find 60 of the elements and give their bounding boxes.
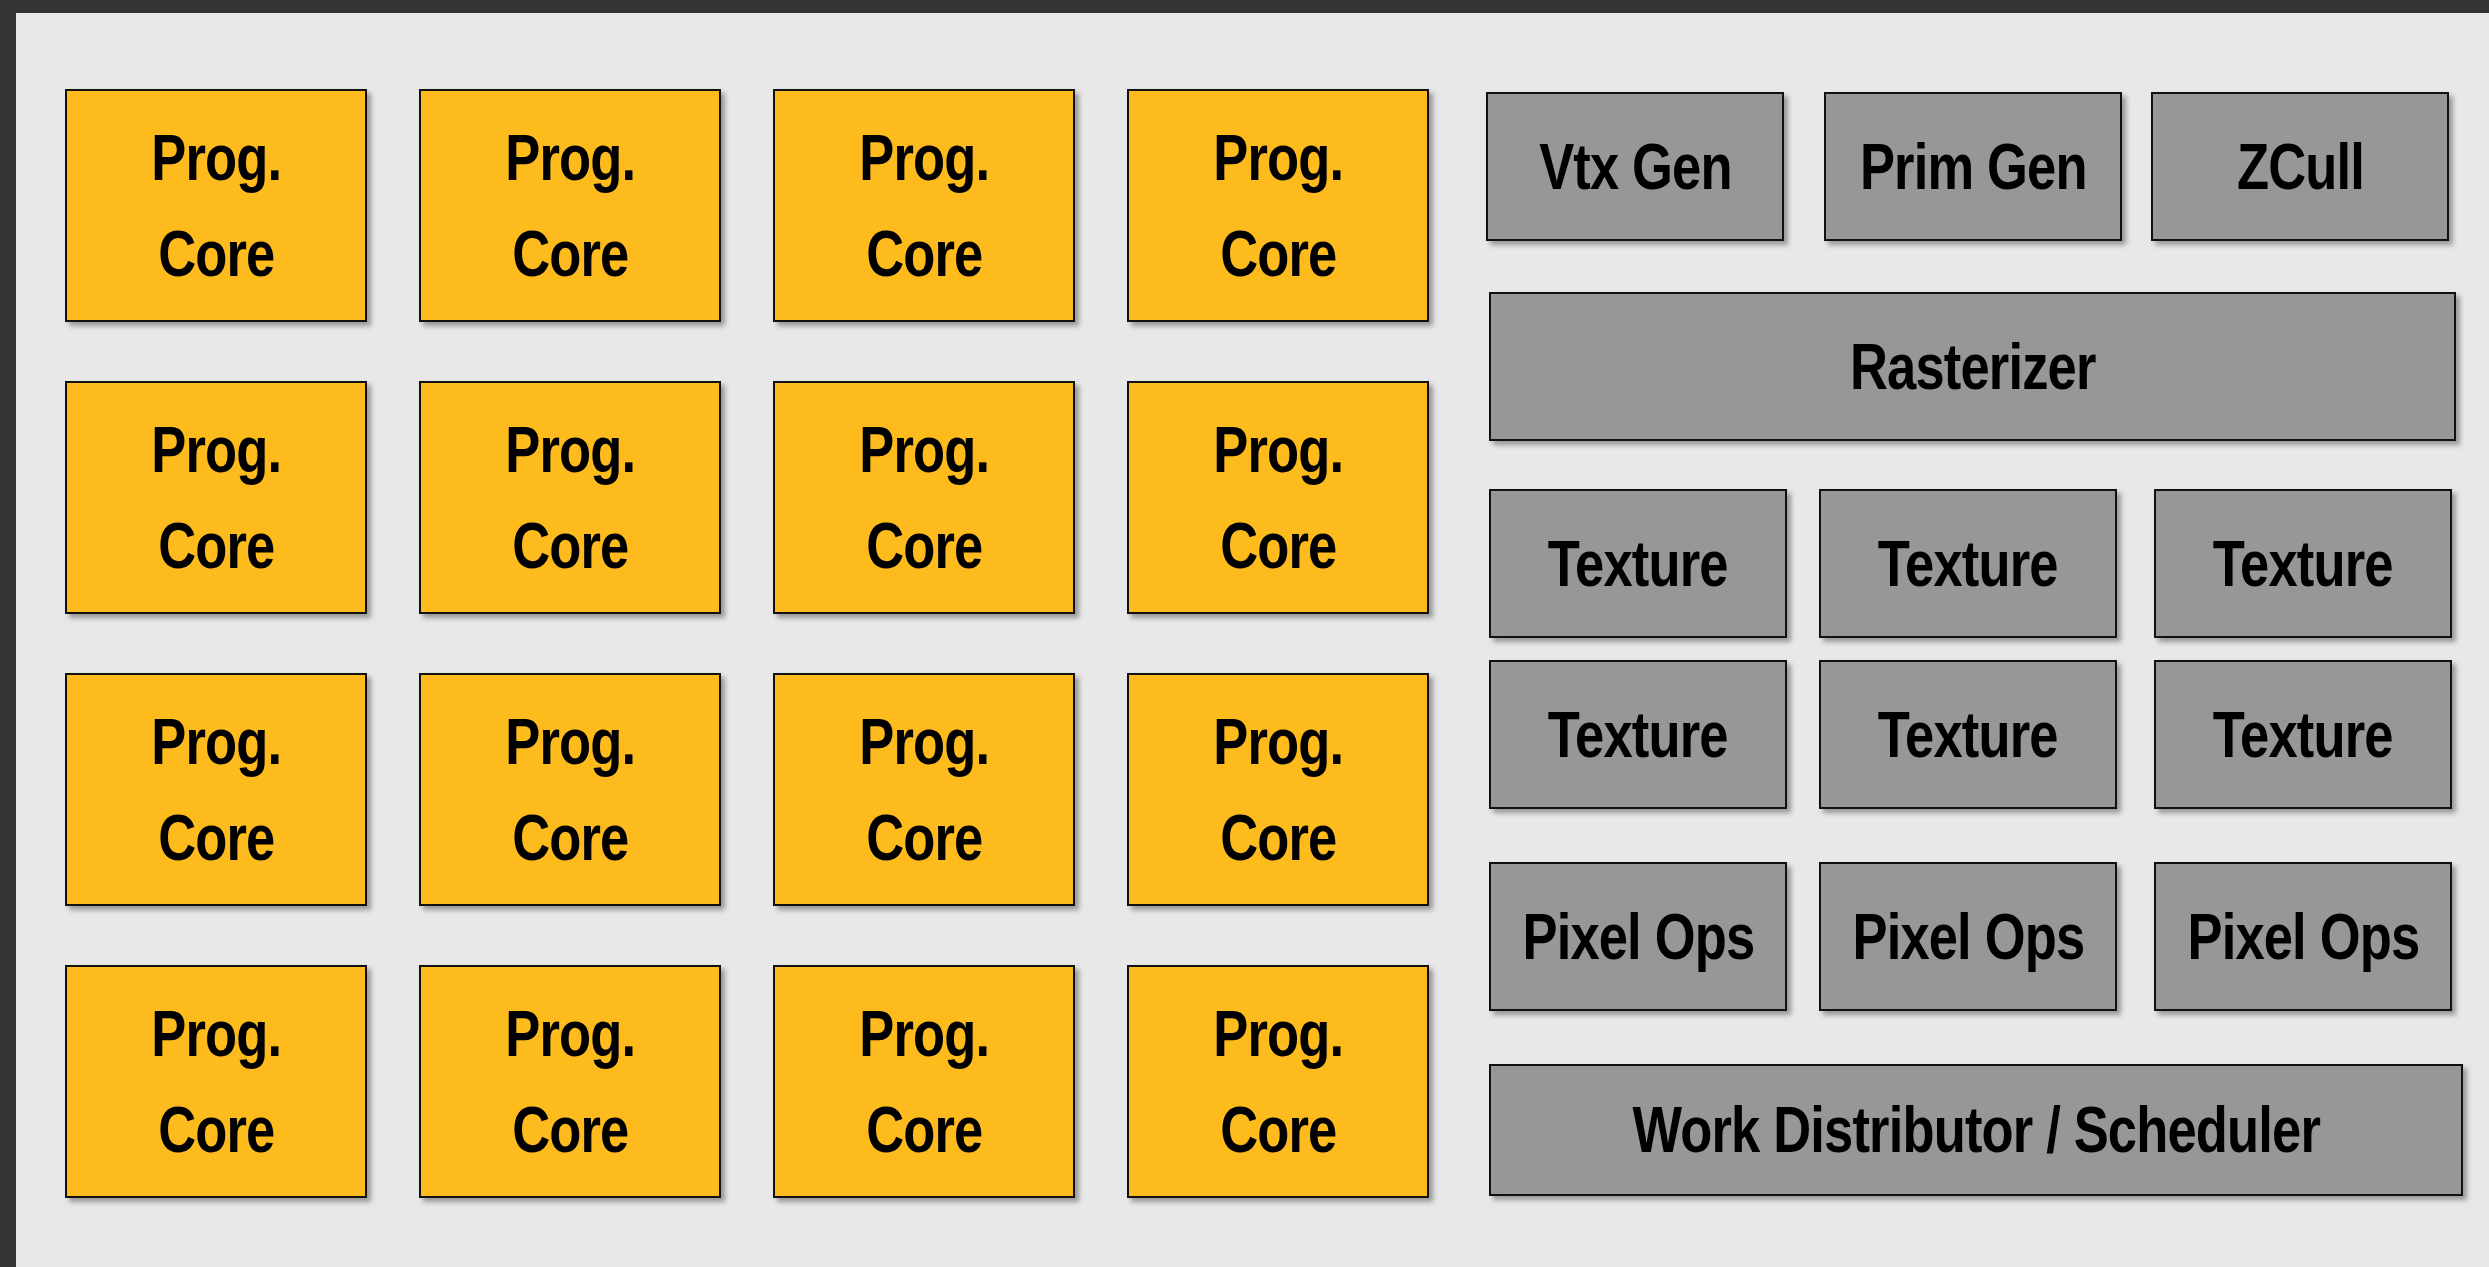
- unit-label: Prog. Core: [505, 412, 635, 584]
- unit-label: Prog. Core: [505, 704, 635, 876]
- unit-label: Prog. Core: [859, 412, 989, 584]
- unit-label: Prog. Core: [1213, 120, 1343, 292]
- core-box: [1127, 89, 1429, 322]
- unit-box: [2151, 92, 2449, 241]
- unit-label: Texture: [1878, 526, 2058, 602]
- core-box: [65, 673, 367, 906]
- core-box: [419, 89, 721, 322]
- unit-box: [1819, 489, 2117, 638]
- unit-label: ZCull: [2236, 129, 2364, 205]
- unit-label: Pixel Ops: [2187, 899, 2419, 975]
- unit-label: Prim Gen: [1859, 129, 2087, 205]
- unit-box: [1819, 862, 2117, 1011]
- core-box: [65, 381, 367, 614]
- unit-box: [1489, 292, 2456, 441]
- core-box: [773, 673, 1075, 906]
- unit-label: Vtx Gen: [1538, 129, 1732, 205]
- unit-label: Rasterizer: [1849, 329, 2096, 405]
- unit-label: Texture: [1548, 526, 1728, 602]
- core-box: [419, 381, 721, 614]
- unit-box: [2154, 660, 2452, 809]
- unit-label: Texture: [1548, 697, 1728, 773]
- core-box: [1127, 965, 1429, 1198]
- unit-label: Prog. Core: [1213, 704, 1343, 876]
- unit-label: Texture: [2213, 526, 2393, 602]
- unit-label: Prog. Core: [859, 996, 989, 1168]
- unit-label: Prog. Core: [151, 704, 281, 876]
- unit-box: [2154, 862, 2452, 1011]
- unit-label: Prog. Core: [1213, 996, 1343, 1168]
- unit-label: Pixel Ops: [1522, 899, 1754, 975]
- core-box: [65, 965, 367, 1198]
- unit-label: Work Distributor / Scheduler: [1632, 1093, 2320, 1168]
- unit-box: [1486, 92, 1784, 241]
- unit-label: Pixel Ops: [1852, 899, 2084, 975]
- unit-box: [1489, 1064, 2463, 1196]
- core-box: [419, 673, 721, 906]
- unit-label: Prog. Core: [505, 996, 635, 1168]
- unit-box: [1819, 660, 2117, 809]
- unit-label: Texture: [2213, 697, 2393, 773]
- core-box: [419, 965, 721, 1198]
- unit-box: [1489, 489, 1787, 638]
- unit-label: Prog. Core: [859, 704, 989, 876]
- unit-label: Prog. Core: [151, 996, 281, 1168]
- core-box: [773, 965, 1075, 1198]
- unit-box: [1489, 660, 1787, 809]
- core-box: [1127, 381, 1429, 614]
- core-box: [65, 89, 367, 322]
- unit-box: [1489, 862, 1787, 1011]
- core-box: [1127, 673, 1429, 906]
- unit-label: Prog. Core: [151, 120, 281, 292]
- core-box: [773, 89, 1075, 322]
- unit-label: Texture: [1878, 697, 2058, 773]
- unit-label: Prog. Core: [505, 120, 635, 292]
- core-box: [773, 381, 1075, 614]
- unit-label: Prog. Core: [1213, 412, 1343, 584]
- unit-box: [1824, 92, 2122, 241]
- unit-box: [2154, 489, 2452, 638]
- unit-label: Prog. Core: [859, 120, 989, 292]
- unit-label: Prog. Core: [151, 412, 281, 584]
